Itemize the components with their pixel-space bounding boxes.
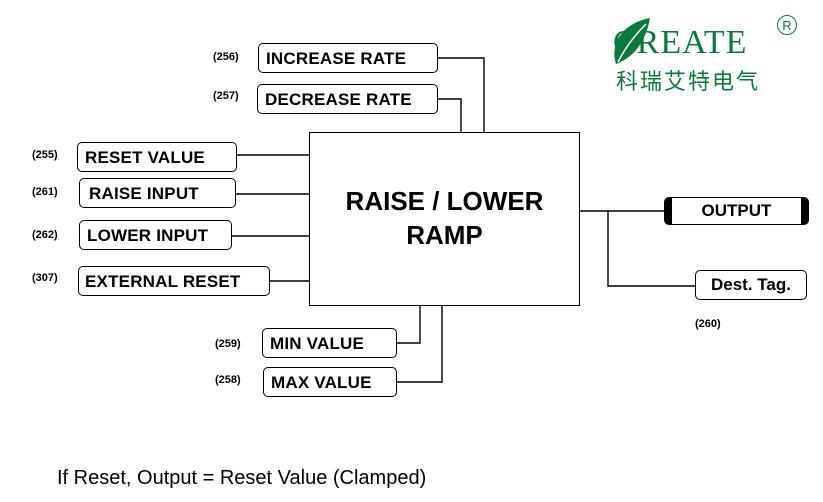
tag-external-reset: (307): [32, 272, 58, 284]
dest-tag-box: Dest. Tag.: [695, 270, 807, 300]
block-title-line1: RAISE / LOWER: [345, 186, 544, 217]
tag-decrease-rate: (257): [213, 90, 239, 102]
param-increase-rate: INCREASE RATE: [258, 43, 438, 73]
registered-mark: R: [777, 15, 797, 35]
param-decrease-rate: DECREASE RATE: [257, 84, 438, 114]
line-max-value: [397, 306, 443, 383]
tag-dest: (260): [695, 318, 721, 330]
tag-min-value: (259): [215, 338, 241, 350]
tag-reset-value: (255): [32, 149, 58, 161]
leaf-icon: [614, 18, 650, 64]
line-dest-tag: [607, 211, 695, 287]
param-max-value: MAX VALUE: [263, 367, 397, 397]
tag-max-value: (258): [215, 374, 241, 386]
tag-increase-rate: (256): [213, 51, 239, 63]
param-lower-input: LOWER INPUT: [79, 220, 232, 250]
tag-raise-input: (261): [32, 186, 58, 198]
reset-formula: If Reset, Output = Reset Value (Clamped): [57, 467, 427, 489]
param-external-reset: EXTERNAL RESET: [78, 266, 270, 296]
logo-brand-cn: 科瑞艾特电气: [616, 70, 761, 95]
param-min-value: MIN VALUE: [262, 328, 397, 358]
ramp-function-block: RAISE / LOWER RAMP: [309, 132, 580, 306]
output-terminal: OUTPUT: [664, 197, 809, 225]
line-increase-rate: [438, 57, 485, 132]
block-title-line2: RAMP: [406, 220, 483, 250]
line-decrease-rate: [438, 98, 462, 132]
param-reset-value: RESET VALUE: [77, 142, 237, 172]
line-min-value: [397, 306, 421, 344]
param-raise-input: RAISE INPUT: [79, 178, 236, 208]
tag-lower-input: (262): [32, 229, 58, 241]
